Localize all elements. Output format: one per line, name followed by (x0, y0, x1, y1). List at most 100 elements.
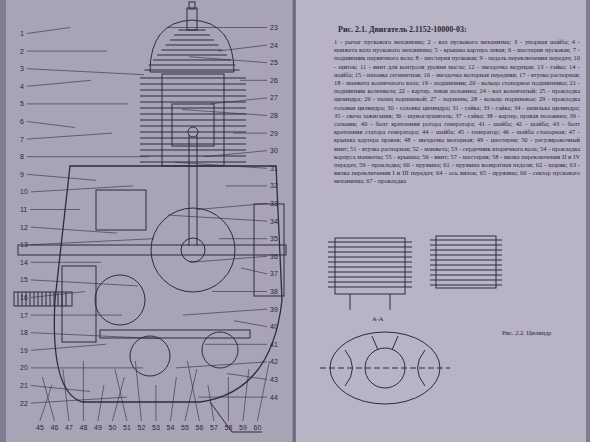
cylinder-fin (430, 265, 502, 266)
leader-line (31, 186, 133, 192)
leader-line (135, 361, 141, 421)
leader-line (98, 385, 104, 421)
callout-number: 37 (270, 270, 278, 277)
leader-line (31, 262, 101, 263)
callout-number: 1 (20, 30, 24, 37)
callout-number: 17 (20, 312, 28, 319)
leader-line (204, 151, 267, 157)
leader-line (227, 374, 267, 380)
cylinder-fin (328, 262, 412, 263)
spark-plug (187, 8, 197, 30)
callout-number: 57 (210, 424, 218, 431)
leader-line (30, 209, 80, 210)
leader-line (208, 385, 214, 421)
crankshaft (18, 245, 286, 255)
cylinder-fin (430, 260, 502, 261)
leader-line (27, 156, 149, 157)
callout-number: 2 (20, 48, 24, 55)
callout-number: 33 (270, 200, 278, 207)
leader-line (31, 315, 122, 316)
cylinder-fin (328, 287, 412, 288)
callout-number: 31 (270, 165, 278, 172)
callout-number: 42 (270, 358, 278, 365)
cylinder-fins (430, 240, 502, 285)
callout-number: 39 (270, 306, 278, 313)
leader-line (198, 397, 267, 398)
head-fin (174, 35, 210, 36)
spline-tooth (38, 292, 39, 306)
clutch (62, 266, 96, 342)
callout-number: 21 (20, 382, 28, 389)
cylinder-fins (140, 78, 246, 162)
callout-number: 38 (270, 288, 278, 295)
leader-line (182, 110, 267, 116)
cylinder-fin (140, 90, 246, 91)
cylinder-fin (430, 270, 502, 271)
callout-number: 24 (270, 42, 278, 49)
leader-line (31, 333, 159, 339)
cylinder-fin (140, 156, 246, 157)
leader-line (189, 57, 267, 63)
spline-tooth (18, 292, 19, 306)
spline-tooth (54, 292, 55, 306)
head-fin (153, 60, 231, 61)
cylinder-side-view (335, 238, 405, 294)
generator (254, 204, 284, 296)
cylinder-fin (328, 247, 412, 248)
leader-line (27, 103, 128, 104)
leader-line (197, 204, 267, 210)
cylinder-fin (140, 144, 246, 145)
callout-number: 23 (270, 24, 278, 31)
head-fin (161, 50, 222, 51)
spline-tooth (58, 292, 59, 306)
cylinder-fin (328, 267, 412, 268)
callout-number: 52 (138, 424, 146, 431)
leader-line (31, 239, 154, 245)
callout-number: 49 (94, 424, 102, 431)
leader-line (211, 98, 267, 104)
callout-number: 22 (20, 400, 28, 407)
port-channels (345, 336, 425, 386)
leader-line (27, 174, 96, 180)
callout-number: 47 (65, 424, 73, 431)
callout-number: 53 (152, 424, 160, 431)
callout-number: 55 (181, 424, 189, 431)
cylinder-fin (140, 96, 246, 97)
callout-number: 6 (20, 118, 24, 125)
callout-number: 25 (270, 59, 278, 66)
crankcase (54, 166, 282, 402)
callout-number: 4 (20, 83, 24, 90)
leader-lines (27, 28, 269, 422)
spline-tooth (34, 292, 35, 306)
connecting-rod (189, 135, 190, 246)
callout-number: 3 (20, 65, 24, 72)
leader-line (257, 361, 269, 421)
cylinder-fin (140, 138, 246, 139)
cylinder-fin (140, 150, 246, 151)
leader-line (27, 28, 70, 34)
gearbox-cover (96, 190, 146, 230)
head-fin (166, 45, 219, 46)
leader-line (168, 215, 267, 221)
leader-line (31, 367, 143, 368)
cylinder-fin (140, 162, 246, 163)
leader-line (63, 369, 69, 421)
cylinder-fin (430, 240, 502, 241)
leader-line (170, 377, 176, 421)
leader-line (27, 51, 107, 52)
leader-line (27, 69, 144, 75)
page-spine (293, 0, 296, 442)
callout-number: 8 (20, 153, 24, 160)
kick-lever (210, 402, 262, 432)
cylinder-fin (140, 126, 246, 127)
cylinder-fin (328, 257, 412, 258)
cylinder-fin (328, 282, 412, 283)
callout-number: 54 (167, 424, 175, 431)
leader-line (185, 369, 197, 421)
callout-number: 16 (20, 294, 28, 301)
leader-line (212, 291, 267, 292)
callout-number: 28 (270, 112, 278, 119)
leader-line (115, 369, 127, 421)
cylinder-fin (430, 275, 502, 276)
